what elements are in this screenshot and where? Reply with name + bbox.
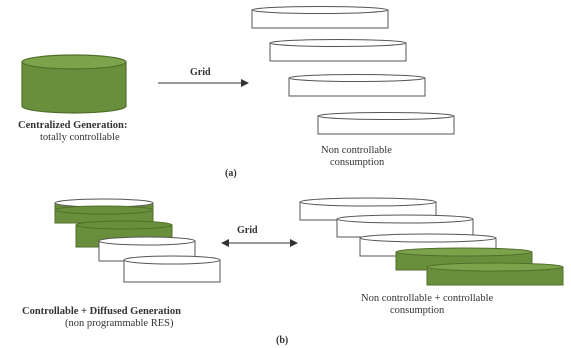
consumption-disk-white bbox=[336, 214, 474, 238]
consumption-label-b-line2: consumption bbox=[390, 305, 445, 316]
generation-disk-white bbox=[123, 255, 221, 283]
consumption-disk bbox=[269, 39, 407, 62]
consumption-disk bbox=[288, 74, 426, 97]
consumption-disk-white bbox=[359, 233, 497, 257]
grid-label-a: Grid bbox=[190, 67, 211, 78]
consumption-disks-a bbox=[251, 6, 455, 135]
caption-a: (a) bbox=[225, 168, 237, 179]
generation-disk-green bbox=[54, 198, 154, 224]
consumption-disk bbox=[251, 6, 389, 29]
panel-b: Grid Controllable + bbox=[22, 197, 564, 346]
centralized-generation-sublabel: totally controllable bbox=[40, 132, 120, 143]
generation-label-b-line2: (non programmable RES) bbox=[65, 318, 174, 329]
caption-b: (b) bbox=[276, 335, 288, 346]
consumption-disk-green bbox=[426, 262, 564, 286]
consumption-label-a-line2: consumption bbox=[330, 157, 385, 168]
consumption-label-b-line1: Non controllable + controllable bbox=[361, 293, 494, 304]
consumption-label-a-line1: Non controllable bbox=[321, 145, 392, 156]
consumption-disks-b bbox=[299, 197, 564, 286]
generation-label-b-line1: Controllable + Diffused Generation bbox=[22, 306, 181, 317]
consumption-disk bbox=[317, 112, 455, 135]
centralized-generation-label: Centralized Generation: bbox=[18, 120, 127, 131]
grid-label-b: Grid bbox=[237, 225, 258, 236]
panel-a: Centralized Generation: totally controll… bbox=[18, 6, 455, 179]
centralized-generation-cylinder bbox=[21, 54, 127, 114]
generation-disks-b bbox=[54, 198, 221, 283]
